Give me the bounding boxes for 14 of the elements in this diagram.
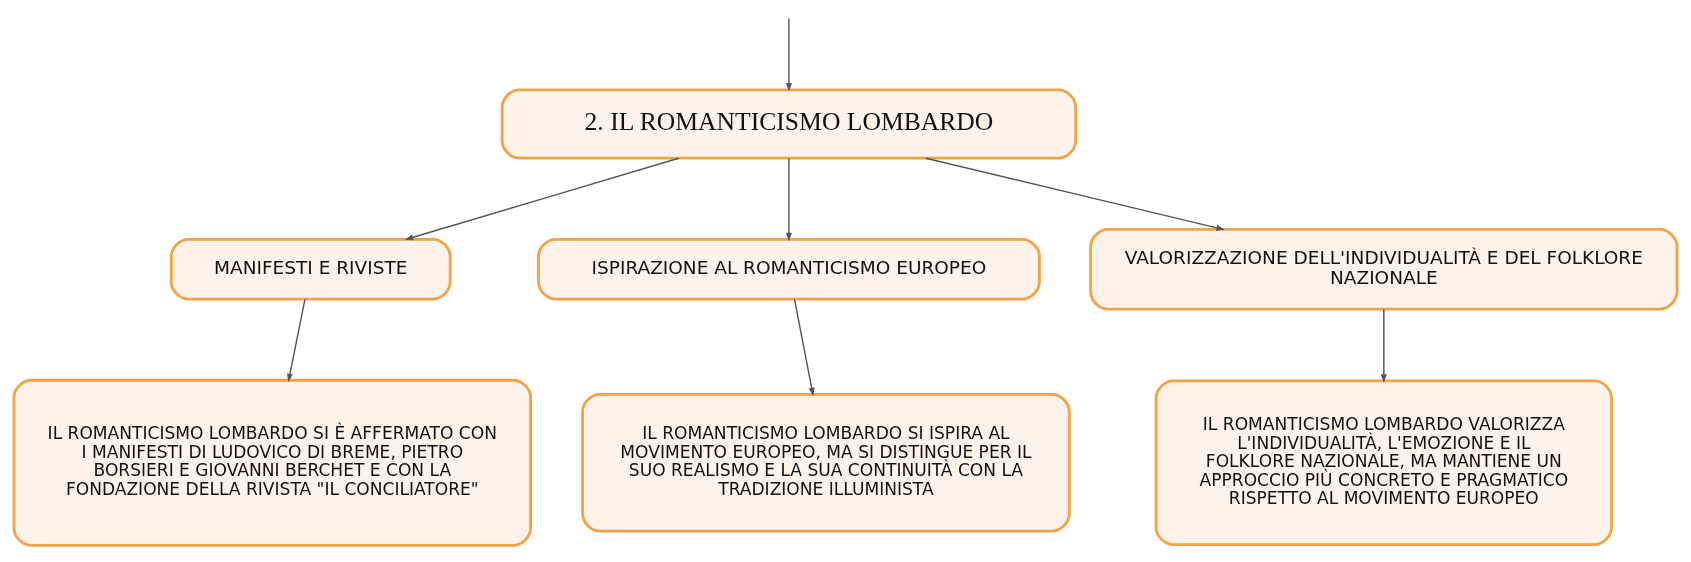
arrow	[404, 157, 680, 240]
arrow	[785, 157, 792, 241]
node-box: MANIFESTI E RIVISTE	[169, 237, 452, 300]
arrow	[925, 157, 1225, 231]
arrow	[785, 17, 792, 92]
arrow	[1380, 308, 1387, 383]
node-box: 2. IL ROMANTICISMO LOMBARDO	[500, 87, 1078, 160]
arrow	[793, 297, 815, 396]
node-box: ISPIRAZIONE AL ROMANTICISMO EUROPEO	[537, 237, 1041, 300]
node-box: VALORIZZAZIONE DELL'INDIVIDUALITÀ E DEL FOLKLORE NAZIONALE	[1089, 227, 1679, 310]
arrow	[287, 297, 306, 382]
node-box: IL ROMANTICISMO LOMBARDO VALORIZZA L'INDIVIDUALITÀ, L'EMOZIONE E IL FOLKLORE NAZIONALE, MA MANTIENE UN APPROCCIO PIÙ CONCRETO E PRAGMATICO RISPETTO AL MOVIMENTO EUROPEO	[1154, 379, 1613, 546]
node-box: IL ROMANTICISMO LOMBARDO SI ISPIRA AL MOVIMENTO EUROPEO, MA SI DISTINGUE PER IL SUO REALISMO E LA SUA CONTINUITÀ CON LA TRADIZIONE ILLUMINISTA	[581, 392, 1071, 532]
node-box: IL ROMANTICISMO LOMBARDO SI È AFFERMATO CON I MANIFESTI DI LUDOVICO DI BREME, PIETRO BORSIERI E GIOVANNI BERCHET E CON LA FONDAZIONE DELLA RIVISTA "IL CONCILIATORE"	[12, 378, 533, 547]
